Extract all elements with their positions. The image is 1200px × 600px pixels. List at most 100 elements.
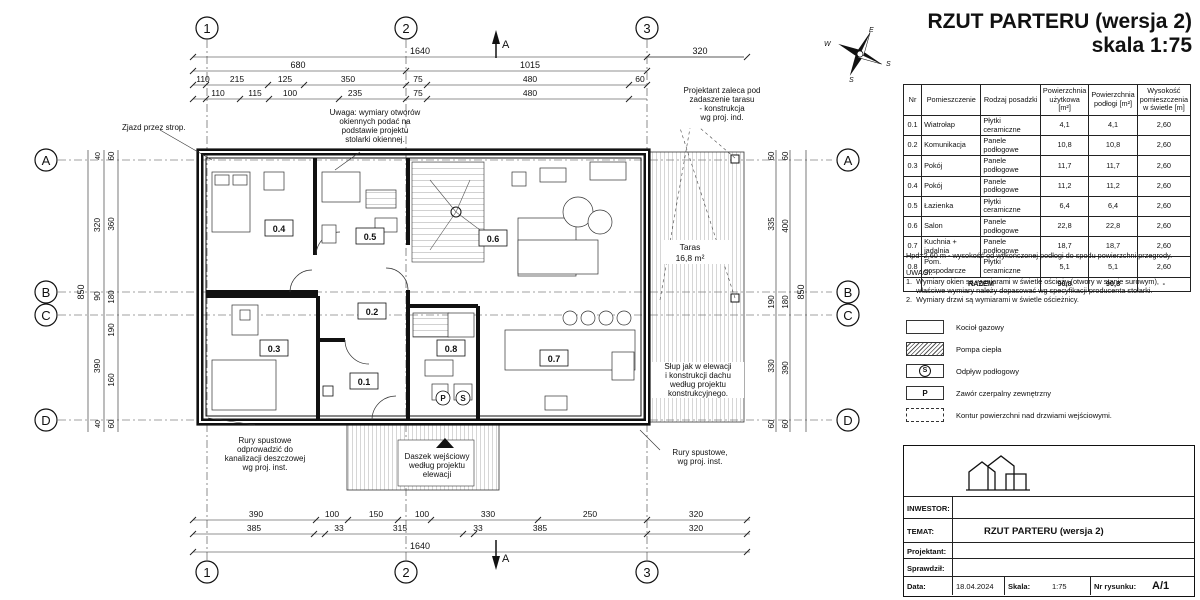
svg-text:390: 390 [781, 361, 790, 375]
dim-top-row4: 110 115 100 235 75 480 [211, 88, 537, 98]
entrance-steps [346, 419, 500, 491]
bathroom-fixtures [321, 171, 398, 244]
svg-text:33: 33 [473, 523, 483, 533]
plan-symbols: P S [322, 385, 471, 406]
grid-bubble-b-right: B [836, 280, 860, 304]
svg-text:A: A [844, 153, 853, 168]
grid-bubble-b-left: B [34, 280, 58, 304]
svg-text:190: 190 [107, 323, 116, 337]
stamp-investor-row: INWESTOR: [904, 496, 1194, 519]
dim-right-middle: 60 400 180 390 60 [781, 151, 790, 428]
svg-text:40: 40 [95, 152, 102, 160]
svg-text:480: 480 [523, 88, 537, 98]
attic-note: Zjazd przez strop. [122, 123, 186, 132]
svg-text:60: 60 [767, 151, 776, 160]
svg-text:110: 110 [196, 74, 210, 84]
svg-text:W: W [824, 41, 832, 48]
interior-walls [206, 158, 480, 420]
svg-text:100: 100 [415, 509, 429, 519]
terrace-area: 16,8 m² [676, 253, 705, 263]
bedroom-furniture-0-4 [211, 171, 285, 233]
svg-text:S: S [849, 77, 854, 84]
grid-bubble-1-bottom: 1 [195, 560, 219, 584]
svg-text:60: 60 [107, 419, 116, 428]
svg-text:A: A [502, 553, 510, 565]
svg-text:150: 150 [369, 509, 383, 519]
grid-bubble-2-bottom: 2 [394, 560, 418, 584]
svg-text:60: 60 [107, 151, 116, 160]
door-swings [289, 231, 409, 421]
svg-text:60: 60 [767, 419, 776, 428]
room-0-6: 0.6 [487, 234, 500, 244]
svg-text:100: 100 [325, 509, 339, 519]
dim-top-terrace: 320 [692, 46, 707, 56]
section-mark-top: A [492, 30, 510, 58]
svg-text:385: 385 [247, 523, 261, 533]
dim-bottom-overall: 1640 [410, 541, 430, 551]
logo-icon [966, 455, 1030, 491]
grid-bubble-3-bottom: 3 [635, 560, 659, 584]
living-furniture [511, 161, 627, 277]
dim-left-small: 40 40 [95, 152, 102, 428]
dim-bottom-row1: 390 100 150 100 330 250 320 [249, 509, 703, 519]
svg-text:110: 110 [211, 88, 225, 98]
svg-text:C: C [843, 308, 852, 323]
dim-left-inner: 60 360 180 190 160 60 [107, 151, 116, 428]
svg-text:1: 1 [203, 21, 210, 36]
p-symbol: P [440, 394, 446, 403]
boiler-icon [906, 320, 944, 334]
hpd-note: Hpd=2,60 m - wysokość od wykończonej pod… [906, 251, 1173, 260]
table-header-row: Nr Pomieszczenie Rodzaj posadzki Powierz… [902, 84, 1192, 116]
kitchen-furniture [504, 310, 636, 411]
stamp-checked-row: Sprawdził: [904, 558, 1194, 577]
svg-text:1: 1 [203, 565, 210, 580]
section-mark-bottom: A [492, 540, 510, 570]
grid-bubble-1-top: 1 [195, 16, 219, 40]
downpipes-right-note: Rury spustowe,wg proj. inst. [672, 448, 728, 466]
dashed-contour-icon [906, 408, 944, 422]
grid-bubbles: 1 2 3 1 2 3 A B C D A B C D [34, 16, 860, 584]
svg-text:D: D [843, 413, 852, 428]
svg-text:330: 330 [481, 509, 495, 519]
svg-text:B: B [844, 285, 853, 300]
outdoor-tap-icon: P [906, 386, 944, 400]
svg-text:330: 330 [767, 359, 776, 373]
svg-text:250: 250 [583, 509, 597, 519]
room-0-2: 0.2 [366, 307, 379, 317]
svg-text:385: 385 [533, 523, 547, 533]
svg-text:320: 320 [689, 523, 703, 533]
dim-top-680: 680 [290, 60, 305, 70]
compass-rose-icon: E S S W [824, 27, 891, 84]
heat-pump-icon [906, 342, 944, 356]
dim-top-1015: 1015 [520, 60, 540, 70]
svg-text:125: 125 [278, 74, 292, 84]
svg-text:320: 320 [92, 218, 102, 232]
svg-text:D: D [41, 413, 50, 428]
svg-text:215: 215 [230, 74, 244, 84]
s-symbol: S [460, 394, 466, 403]
svg-text:115: 115 [248, 88, 262, 98]
svg-text:360: 360 [107, 217, 116, 231]
svg-text:320: 320 [689, 509, 703, 519]
svg-text:190: 190 [767, 295, 776, 309]
svg-text:2: 2 [402, 21, 409, 36]
grid-bubble-c-left: C [34, 303, 58, 327]
svg-text:100: 100 [283, 88, 297, 98]
grid-bubble-2-top: 2 [394, 16, 418, 40]
outer-walls [196, 148, 651, 426]
terrace-label: Taras [680, 242, 701, 252]
svg-text:B: B [42, 285, 51, 300]
